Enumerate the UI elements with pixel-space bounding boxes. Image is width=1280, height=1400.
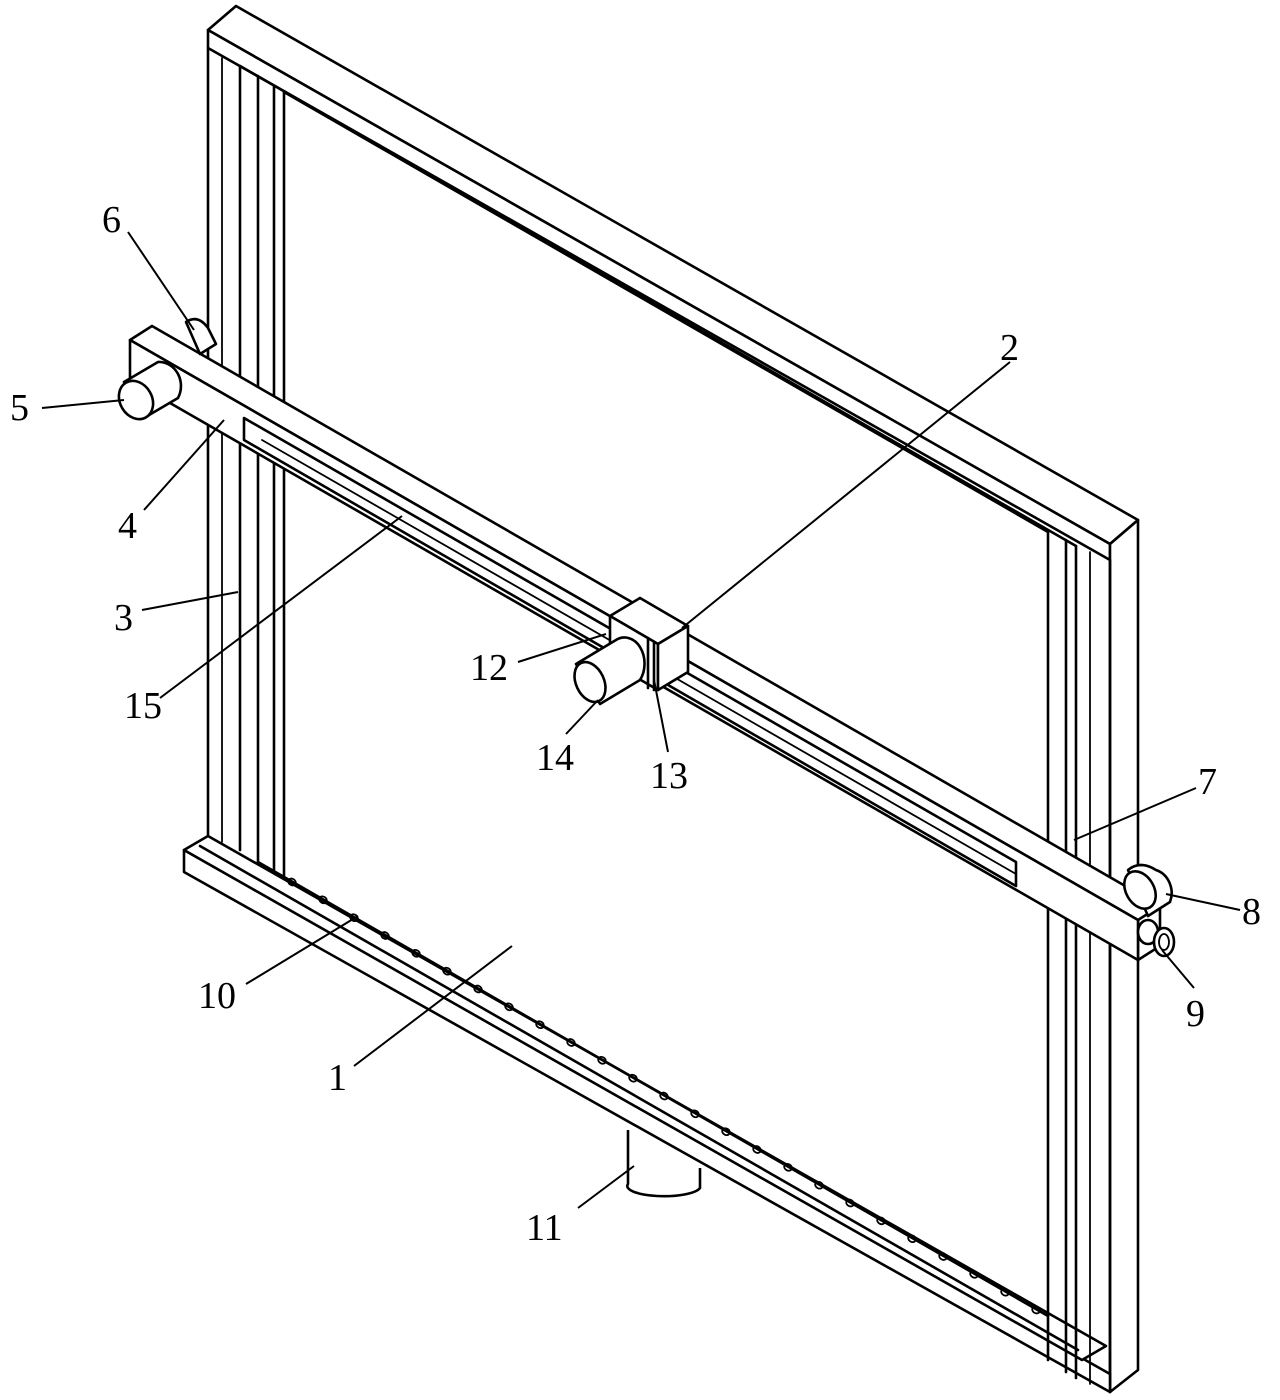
- hole: [566, 1038, 576, 1047]
- hole: [876, 1216, 886, 1226]
- left-knob: [117, 317, 218, 421]
- hole: [814, 1180, 824, 1190]
- callout-12: 12: [470, 647, 508, 689]
- hole: [969, 1269, 979, 1279]
- support-post: [626, 1130, 702, 1198]
- callout-4: 4: [118, 505, 137, 547]
- hole: [411, 948, 421, 958]
- hole: [659, 1091, 669, 1101]
- hole: [628, 1073, 638, 1083]
- leader-lines: [41, 231, 1241, 1209]
- callout-3: 3: [114, 597, 133, 639]
- callout-9: 9: [1186, 993, 1205, 1035]
- hole: [752, 1145, 762, 1154]
- hole: [1031, 1305, 1041, 1315]
- panel: [198, 57, 1091, 1385]
- hole: [597, 1055, 607, 1065]
- callout-7: 7: [1198, 761, 1217, 803]
- callout-2: 2: [1000, 327, 1019, 369]
- callout-11: 11: [526, 1207, 563, 1249]
- hole: [690, 1109, 700, 1119]
- hole-row: [287, 877, 1041, 1315]
- hole: [442, 966, 452, 976]
- hole: [380, 931, 390, 940]
- hole: [473, 984, 483, 994]
- callout-10: 10: [198, 975, 236, 1017]
- callout-13: 13: [650, 755, 688, 797]
- callout-1: 1: [328, 1057, 347, 1099]
- slider-knob: [573, 636, 646, 706]
- callout-15: 15: [124, 685, 162, 727]
- right-knob: [1122, 863, 1176, 958]
- hole: [318, 895, 328, 905]
- hole: [504, 1002, 514, 1012]
- hole: [938, 1252, 948, 1261]
- callout-14: 14: [536, 737, 574, 779]
- hole: [1000, 1287, 1010, 1297]
- callout-labels: 1 2 3 4 5 6 7 8 9 10 11 12 13 14 15: [10, 199, 1261, 1249]
- hole: [783, 1162, 793, 1172]
- outer-frame: [182, 4, 1140, 1394]
- hole: [845, 1198, 855, 1208]
- hole: [287, 877, 297, 887]
- callout-5: 5: [10, 387, 29, 429]
- hole: [907, 1234, 917, 1244]
- hole: [721, 1127, 731, 1137]
- callout-8: 8: [1242, 891, 1261, 933]
- callout-6: 6: [102, 199, 121, 241]
- hole: [535, 1020, 545, 1030]
